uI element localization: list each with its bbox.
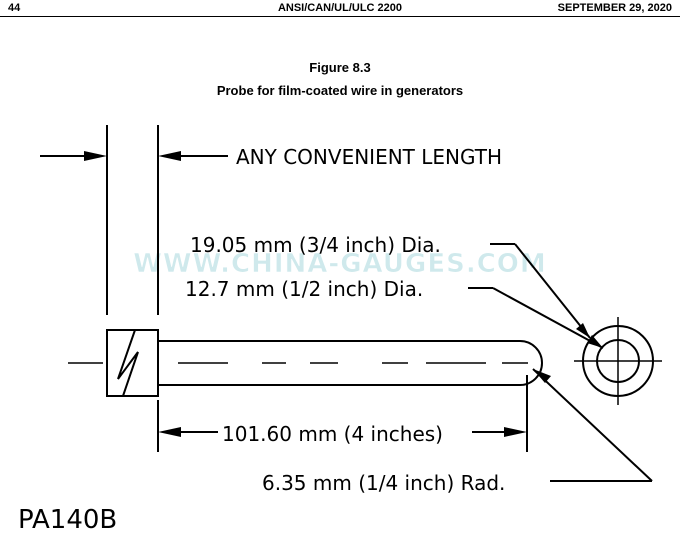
figure-number: Figure 8.3 <box>309 60 371 75</box>
convenient-length-label: ANY CONVENIENT LENGTH <box>236 145 502 169</box>
outer-diameter-label: 19.05 mm (3/4 inch) Dia. <box>190 233 441 257</box>
end-view <box>574 317 662 405</box>
watermark: WWW.CHINA-GAUGES.COM <box>133 249 547 279</box>
convenient-length-dimension <box>40 151 228 161</box>
inner-diameter-leader <box>468 287 604 349</box>
outer-diameter-leader <box>490 243 591 339</box>
drawing-code: PA140B <box>18 505 118 535</box>
page-number: 44 <box>8 2 21 14</box>
radius-label: 6.35 mm (1/4 inch) Rad. <box>262 471 505 495</box>
probe-length-label: 101.60 mm (4 inches) <box>222 422 443 446</box>
figure-title: Probe for film-coated wire in generators <box>216 83 464 98</box>
standard-designation: ANSI/CAN/UL/ULC 2200 <box>277 2 403 14</box>
inner-diameter-label: 12.7 mm (1/2 inch) Dia. <box>185 277 423 301</box>
header-rule <box>0 16 680 17</box>
probe-handle <box>106 329 159 397</box>
publication-date: SEPTEMBER 29, 2020 <box>557 2 672 14</box>
radius-leader <box>532 368 653 482</box>
probe-length-dimension <box>157 375 528 452</box>
